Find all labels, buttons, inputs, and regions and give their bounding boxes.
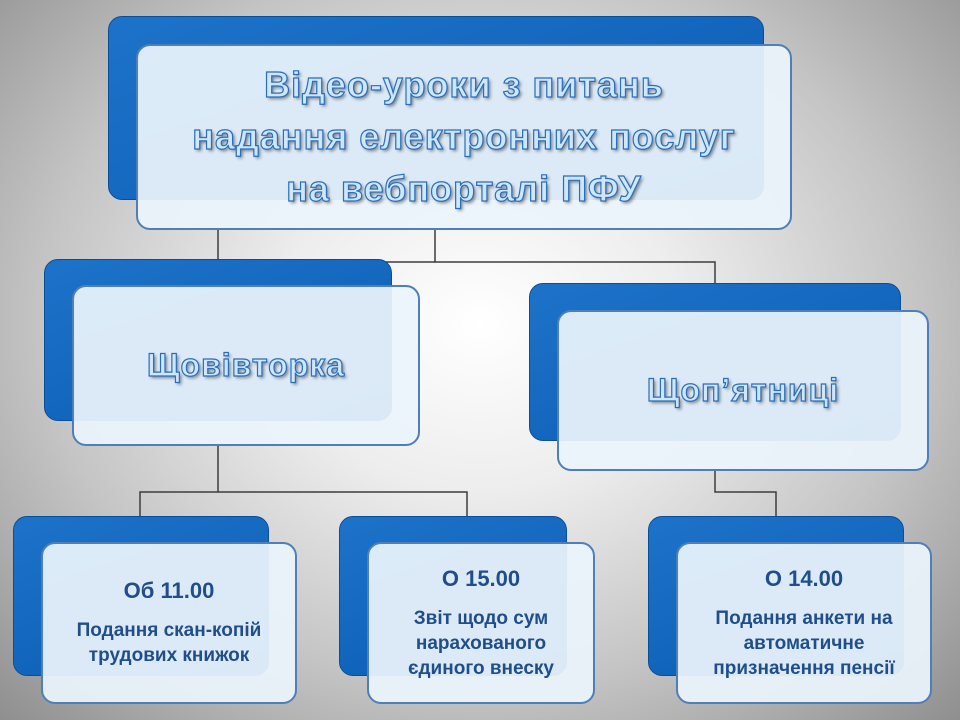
leaf-node-pension-application: О 14.00 Подання анкети на автоматичне пр…: [648, 516, 932, 704]
branch-node-friday: Щоп’ятниці: [529, 283, 929, 471]
title-text: Відео-уроки з питань надання електронних…: [192, 59, 736, 215]
leaf-node-contribution-report: О 15.00 Звіт щодо сум нарахованого єдино…: [339, 516, 595, 704]
leaf-time: Об 11.00: [123, 578, 215, 603]
title-node: Відео-уроки з питань надання електронних…: [108, 16, 792, 230]
leaf-description: Подання анкети на автоматичне призначенн…: [713, 607, 895, 679]
leaf-description: Подання скан-копій трудових книжок: [76, 620, 262, 666]
title-line-1: Відео-уроки з питань: [263, 63, 664, 105]
branch-node-tuesday-front: Щовівторка: [72, 285, 420, 446]
leaf-node-scan-copies-front: Об 11.00 Подання скан-копій трудових кни…: [41, 542, 297, 704]
leaf-node-pension-application-front: О 14.00 Подання анкети на автоматичне пр…: [676, 542, 932, 704]
leaf-node-scan-copies: Об 11.00 Подання скан-копій трудових кни…: [13, 516, 297, 704]
branch-label-tuesday: Щовівторка: [146, 346, 346, 383]
title-line-3: на вебпорталі ПФУ: [286, 167, 642, 209]
title-node-front: Відео-уроки з питань надання електронних…: [136, 44, 792, 230]
leaf-time: О 15.00: [441, 565, 521, 591]
leaf-description: Звіт щодо сум нарахованого єдиного внеск…: [408, 607, 554, 679]
branch-node-friday-front: Щоп’ятниці: [557, 310, 929, 471]
leaf-time: О 14.00: [764, 565, 844, 591]
branch-node-tuesday: Щовівторка: [44, 259, 420, 446]
title-line-2: надання електронних послуг: [192, 115, 736, 157]
branch-label-friday: Щоп’ятниці: [646, 371, 840, 408]
leaf-node-contribution-report-front: О 15.00 Звіт щодо сум нарахованого єдино…: [367, 542, 595, 704]
